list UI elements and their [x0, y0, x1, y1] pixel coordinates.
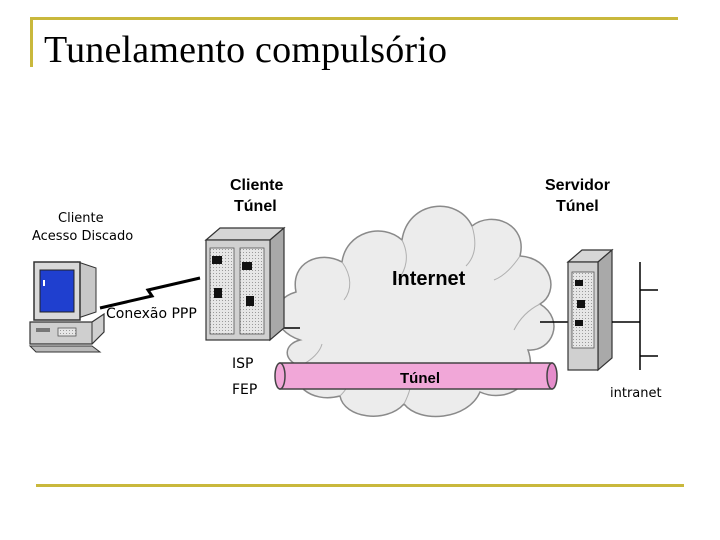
dialup-client-label-line2: Acesso Discado: [32, 229, 134, 244]
tunnel-server-icon: [566, 248, 614, 372]
tunnel-pipe: [274, 362, 558, 390]
intranet-network-bus: [612, 262, 658, 370]
left-accent-rule: [30, 17, 33, 67]
ppp-connection-label: Conexão PPP: [106, 306, 197, 322]
fep-label: FEP: [232, 382, 258, 398]
tunnel-label: Túnel: [400, 370, 440, 387]
intranet-label: intranet: [610, 386, 662, 401]
tunnel-client-server-icon: [204, 226, 286, 342]
bottom-accent-rule: [36, 484, 684, 487]
internet-label: Internet: [392, 268, 466, 290]
dialup-client-label-line1: Cliente: [58, 211, 104, 226]
isp-label: ISP: [232, 356, 254, 372]
ppp-link-zigzag: [99, 276, 201, 310]
slide-title: Tunelamento compulsório: [44, 29, 448, 71]
tunnel-client-label-line2: Túnel: [234, 198, 277, 215]
tunnel-server-label-line2: Túnel: [556, 198, 599, 215]
tunnel-server-label-line1: Servidor: [545, 177, 610, 194]
top-accent-rule: [30, 17, 678, 20]
dialup-client-computer-icon: [28, 261, 105, 353]
tunnel-client-label-line1: Cliente: [230, 177, 284, 194]
